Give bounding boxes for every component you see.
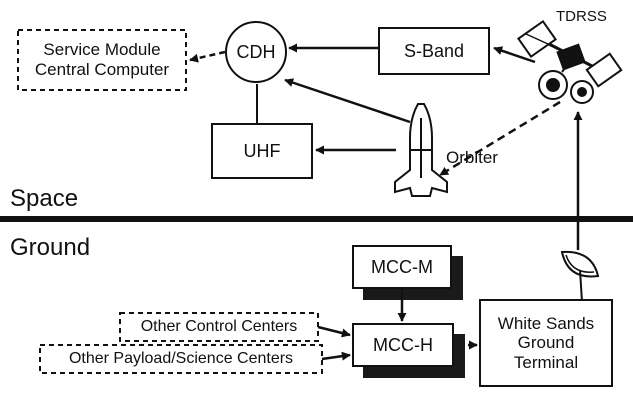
arrow-other-payload-to-mcc-h <box>321 351 351 361</box>
white-sands-line1: White Sands <box>497 313 595 333</box>
mcc-h-label: MCC-H <box>373 334 433 355</box>
arrow-tdrss-to-orbiter <box>439 100 561 177</box>
cdh-circle <box>225 21 287 83</box>
orbiter-label: Orbiter <box>446 148 498 167</box>
white-sands-box <box>479 299 613 387</box>
other-payload-box <box>39 344 323 374</box>
mcc-m-label: MCC-M <box>371 256 433 277</box>
white-sands-line3: Terminal <box>513 352 579 372</box>
uhf-box <box>211 123 313 179</box>
service-module-line2: Central Computer <box>34 60 170 79</box>
mcc-m-box <box>352 245 452 289</box>
arrow-cdh-to-service-module <box>189 50 226 63</box>
arrow-orbiter-to-cdh <box>284 78 411 124</box>
space-ground-divider <box>0 216 633 222</box>
satellite-icon <box>517 19 623 104</box>
white-sands-label: White Sands Ground Terminal <box>480 300 612 386</box>
arrow-other-control-to-mcc-h <box>317 325 351 338</box>
service-module-line1: Service Module <box>43 40 161 60</box>
white-sands-line2: Ground <box>517 333 575 353</box>
tdrss-label: TDRSS <box>556 8 607 25</box>
shuttle-icon <box>394 103 448 197</box>
other-control-box <box>119 312 319 342</box>
mcc-h-box <box>352 323 454 367</box>
s-band-label: S-Band <box>403 40 465 61</box>
other-payload-label: Other Payload/Science Centers <box>68 349 294 367</box>
other-control-label: Other Control Centers <box>140 317 298 335</box>
s-band-box <box>378 27 490 75</box>
service-module-box <box>17 29 187 91</box>
uhf-label: UHF <box>243 140 281 161</box>
space-region-label: Space <box>10 185 79 212</box>
ground-region-label: Ground <box>10 234 91 261</box>
service-module-label: Service Module Central Computer <box>18 30 186 90</box>
dish-antenna-icon <box>560 250 600 303</box>
arrow-tdrss-to-s-band <box>493 46 536 64</box>
cdh-label: CDH <box>236 41 276 62</box>
